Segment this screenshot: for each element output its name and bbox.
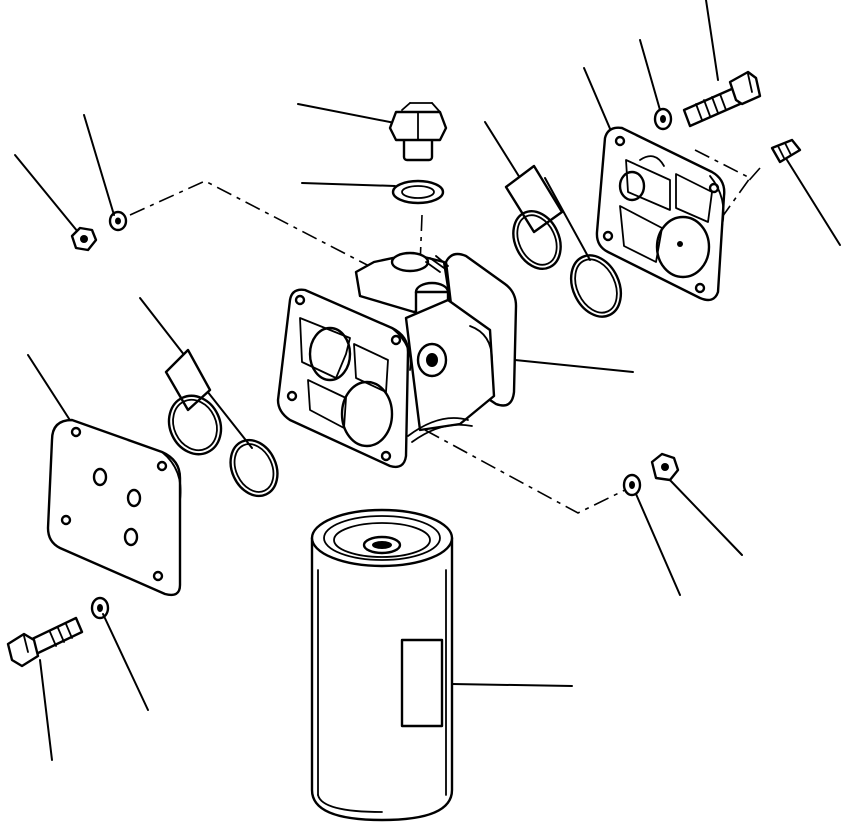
o-ring-right-1 (512, 210, 562, 270)
nut-right (650, 452, 680, 482)
washer-left (108, 210, 128, 232)
washer-bottom-left (90, 596, 110, 620)
o-ring-right-2 (569, 254, 623, 318)
right-cover-plate (595, 126, 726, 302)
filter-head-housing (276, 251, 518, 469)
plug-washer (391, 179, 445, 205)
assembly-centerlines (129, 149, 761, 514)
washer-top-right (653, 107, 673, 131)
o-ring-left-2 (229, 438, 279, 498)
stud-right (770, 138, 802, 164)
o-ring-left-1 (167, 394, 223, 456)
nut-left (70, 226, 98, 252)
bolt-top-right (682, 70, 762, 128)
washer-right (622, 473, 642, 497)
drain-plug (388, 102, 448, 162)
bolt-bottom-left (6, 616, 84, 668)
filter-cartridge (310, 508, 454, 822)
left-cover-plate (46, 418, 182, 597)
